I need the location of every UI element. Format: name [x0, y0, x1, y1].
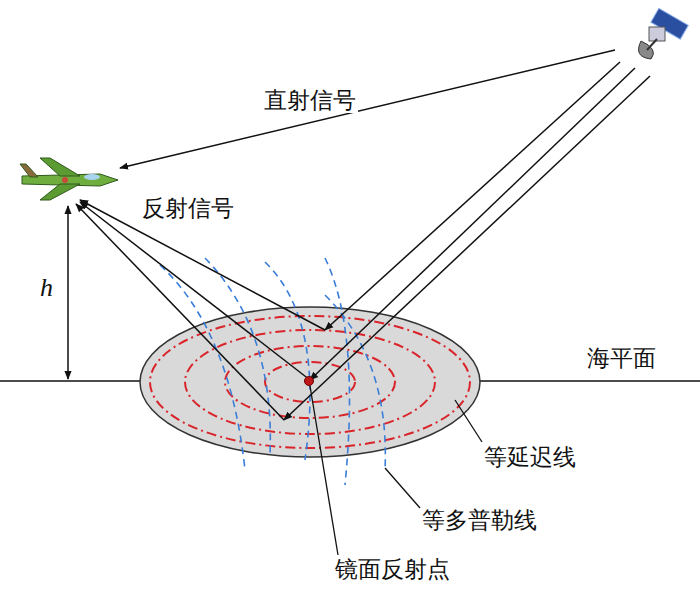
satellite-icon	[639, 8, 689, 59]
aircraft-icon	[20, 158, 118, 200]
direct-signal	[120, 50, 615, 168]
iso-delay-lines	[150, 316, 470, 448]
specular-point-label: 镜面反射点	[333, 557, 452, 582]
iso-delay-label: 等延迟线	[482, 445, 578, 470]
iso-doppler-lines	[160, 258, 385, 485]
signal-label: 直射信号	[262, 88, 358, 113]
reflected-rays	[76, 200, 325, 420]
sea-level-label: 海平面	[585, 346, 658, 371]
iso-doppler-label: 等多普勒线	[420, 508, 539, 533]
height-symbol: h	[38, 274, 55, 303]
specular-point	[305, 377, 314, 386]
signal-label: 反射信号	[140, 196, 236, 221]
glistening-zone	[140, 307, 480, 457]
height-arrow	[67, 206, 69, 379]
